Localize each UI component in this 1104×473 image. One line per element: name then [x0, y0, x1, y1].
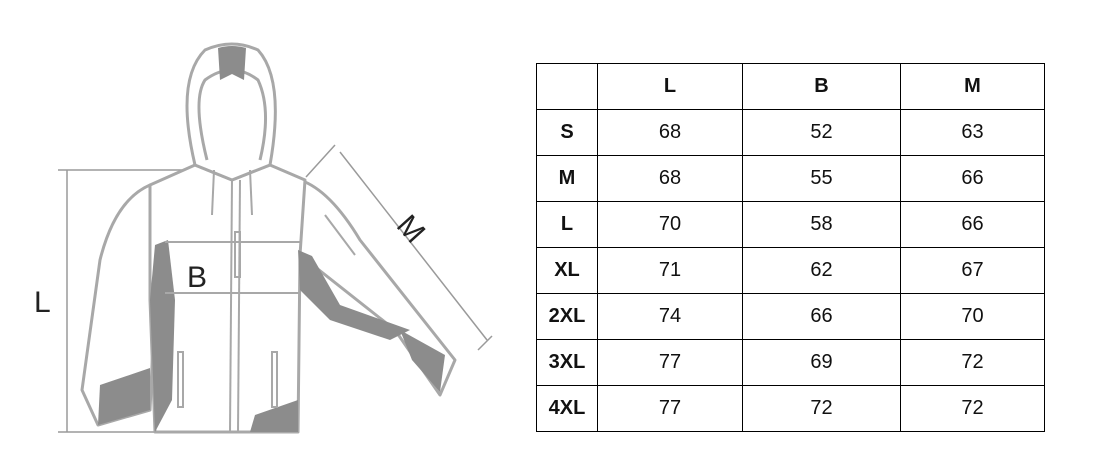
- size-cell: XL: [536, 247, 598, 294]
- sleeve-cell: 72: [900, 339, 1045, 386]
- length-cell: 77: [597, 339, 743, 386]
- sleeve-cell: 70: [900, 293, 1045, 340]
- length-cell: 71: [597, 247, 743, 294]
- table-row: M 68 55 66: [536, 155, 1045, 202]
- size-cell: S: [536, 109, 598, 156]
- bust-cell: 55: [742, 155, 901, 202]
- length-cell: 68: [597, 155, 743, 202]
- length-measure-line: [58, 169, 190, 433]
- sleeve-cell: 63: [900, 109, 1045, 156]
- size-cell: 4XL: [536, 385, 598, 432]
- length-cell: 68: [597, 109, 743, 156]
- corner-cell: [536, 63, 598, 110]
- bust-cell: 52: [742, 109, 901, 156]
- table-row: S 68 52 63: [536, 109, 1045, 156]
- header-length: L: [597, 63, 743, 110]
- size-cell: L: [536, 201, 598, 248]
- table-row: XL 71 62 67: [536, 247, 1045, 294]
- jacket-panels: [98, 46, 445, 432]
- sleeve-cell: 67: [900, 247, 1045, 294]
- length-cell: 74: [597, 293, 743, 340]
- length-label: L: [34, 286, 51, 319]
- table-row: 2XL 74 66 70: [536, 293, 1045, 340]
- table-row: L 70 58 66: [536, 201, 1045, 248]
- jacket-diagram: L B M: [0, 0, 520, 473]
- table-row: 3XL 77 69 72: [536, 339, 1045, 386]
- sleeve-measure-line: [305, 144, 493, 351]
- header-bust: B: [742, 63, 901, 110]
- bust-cell: 62: [742, 247, 901, 294]
- bust-cell: 58: [742, 201, 901, 248]
- length-cell: 77: [597, 385, 743, 432]
- sleeve-label: M: [390, 209, 431, 250]
- length-cell: 70: [597, 201, 743, 248]
- sleeve-cell: 72: [900, 385, 1045, 432]
- size-chart-table: L B M S 68 52 63 M 68 55 66 L 70 58 66 X…: [536, 63, 1045, 432]
- size-cell: M: [536, 155, 598, 202]
- sleeve-cell: 66: [900, 155, 1045, 202]
- jacket-details: [165, 169, 356, 433]
- table-header-row: L B M: [536, 63, 1045, 110]
- bust-cell: 66: [742, 293, 901, 340]
- table-row: 4XL 77 72 72: [536, 385, 1045, 432]
- size-cell: 3XL: [536, 339, 598, 386]
- bust-label: B: [187, 261, 207, 294]
- header-sleeve: M: [900, 63, 1045, 110]
- bust-cell: 72: [742, 385, 901, 432]
- size-cell: 2XL: [536, 293, 598, 340]
- bust-cell: 69: [742, 339, 901, 386]
- sleeve-cell: 66: [900, 201, 1045, 248]
